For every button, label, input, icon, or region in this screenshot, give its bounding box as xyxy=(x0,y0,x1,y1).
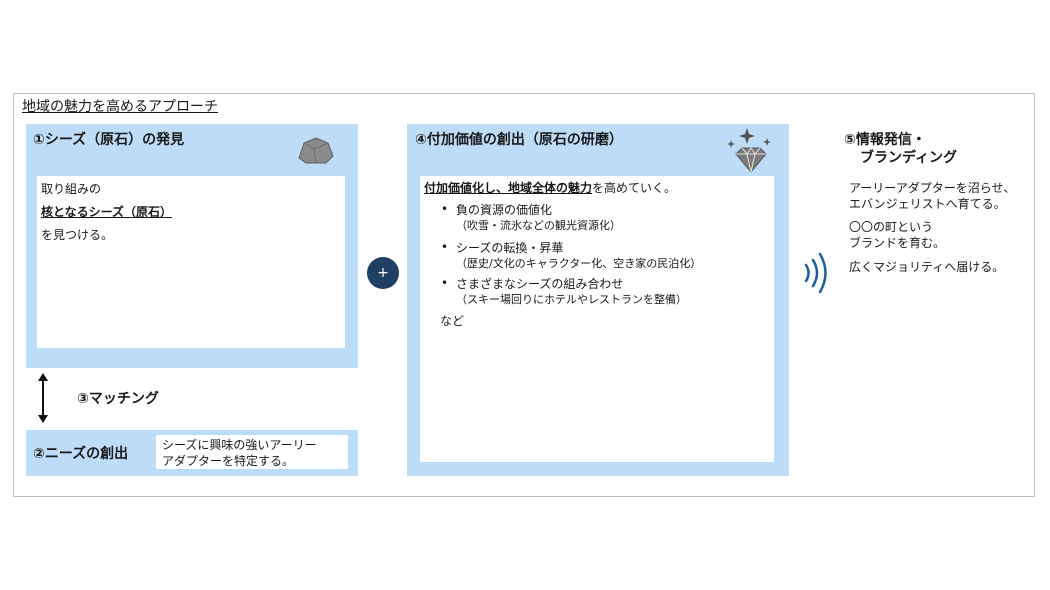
branding-title-line1: ⑤情報発信・ xyxy=(844,132,926,148)
seeds-line3: を見つける。 xyxy=(41,228,114,242)
branding-p3: 広くマジョリティへ届ける。 xyxy=(849,260,1005,274)
item1-main: 負の資源の価値化 xyxy=(456,203,553,217)
needs-text-box: シーズに興味の強いアーリー アダプターを特定する。 xyxy=(156,435,348,469)
signal-waves-icon xyxy=(804,252,827,294)
page-title: 地域の魅力を高めるアプローチ xyxy=(22,99,218,115)
needs-line2: アダプターを特定する。 xyxy=(162,454,295,468)
value-add-panel-title: ④付加価値の創出（原石の研磨） xyxy=(415,132,623,148)
plus-icon: + xyxy=(367,257,399,289)
bullet-dot: • xyxy=(441,276,449,290)
item3-sub: （スキー場回りにホテルやレストランを整備） xyxy=(456,293,687,306)
branding-title-line2: ブランディング xyxy=(860,150,958,166)
outer-frame xyxy=(13,93,1035,497)
value-add-panel: ④付加価値の創出（原石の研磨） 付加価値化し、地域全体の魅力を高めていく。 • … xyxy=(407,124,789,476)
seeds-text-box: 取り組みの 核となるシーズ（原石） を見つける。 xyxy=(37,176,345,348)
needs-panel: ②ニーズの創出 シーズに興味の強いアーリー アダプターを特定する。 xyxy=(26,430,358,476)
double-arrow-icon xyxy=(38,373,48,423)
value-add-intro-rest: を高めていく。 xyxy=(592,181,677,195)
matching-label: ③マッチング xyxy=(77,391,159,407)
seeds-panel-title: ①シーズ（原石）の発見 xyxy=(33,132,185,148)
value-add-etc: など xyxy=(440,314,465,328)
branding-p1-line2: エバンジェリストへ育てる。 xyxy=(849,197,1006,211)
seeds-core-text: 核となるシーズ（原石） xyxy=(41,205,173,219)
item2-main: シーズの転換・昇華 xyxy=(456,241,564,255)
rock-icon xyxy=(298,137,334,164)
value-add-intro: 付加価値化し、地域全体の魅力を高めていく。 xyxy=(424,179,676,196)
item3-main: さまざまなシーズの組み合わせ xyxy=(456,277,624,291)
value-add-text-box: 付加価値化し、地域全体の魅力を高めていく。 • 負の資源の価値化 （吹雪・流氷な… xyxy=(420,176,774,462)
branding-p1-line1: アーリーアダプターを沼らせ、 xyxy=(849,181,1016,195)
needs-line1: シーズに興味の強いアーリー xyxy=(162,438,317,452)
value-add-intro-bold: 付加価値化し、地域全体の魅力 xyxy=(424,181,593,195)
bullet-dot: • xyxy=(441,240,449,254)
branding-p2-line2: ブランドを育む。 xyxy=(849,236,946,250)
bullet-dot: • xyxy=(441,202,449,216)
branding-p2-line1: 〇〇の町という xyxy=(849,220,934,234)
diamond-sparkle-icon xyxy=(727,128,771,173)
needs-panel-title: ②ニーズの創出 xyxy=(33,446,129,462)
seeds-line1: 取り組みの xyxy=(41,182,102,196)
item1-sub: （吹雪・流氷などの観光資源化） xyxy=(456,219,621,232)
item2-sub: （歴史/文化のキャラクター化、空き家の民泊化） xyxy=(456,257,702,270)
seeds-panel: ①シーズ（原石）の発見 取り組みの 核となるシーズ（原石） を見つける。 xyxy=(26,124,358,368)
